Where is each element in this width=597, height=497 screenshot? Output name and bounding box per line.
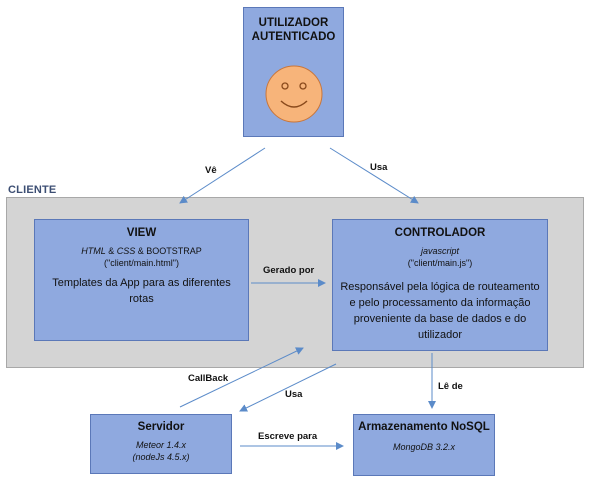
edge-label-ve: Vê [205,165,217,176]
view-tech-amp: & [105,246,117,256]
edge-label-gerado-por: Gerado por [263,265,315,276]
view-title: VIEW [126,227,157,239]
server-title: Servidor [137,421,185,433]
edge-label-usa-top: Usa [370,162,388,173]
server-tech-node: (nodeJs 4.5.x) [132,452,190,462]
edge-label-escreve-para: Escreve para [258,431,318,442]
view-description: Templates da App para as diferentes rota… [52,277,231,305]
controller-tech: javascript [333,245,547,257]
view-tech-html: HTML [81,246,106,256]
client-label: CLIENTE [8,184,57,196]
controller-file: ("client/main.js") [407,258,473,268]
server-tech: Meteor 1.4.x (nodeJs 4.5.x) [91,439,231,463]
arrow-ve [179,147,266,204]
user-title-line1: UTILIZADOR [258,17,329,29]
view-tech-css: CSS [116,246,136,256]
server-tech-meteor: Meteor 1.4.x [135,440,187,450]
user-title: UTILIZADOR AUTENTICADO [244,16,343,44]
view-file: ("client/main.html") [104,258,179,268]
controller-tech-js: javascript [420,246,459,256]
controller-description: Responsável pela lógica de routeamento e… [340,281,540,341]
storage-tech: MongoDB 3.2.x [354,441,494,453]
edge-label-usa-bottom: Usa [285,389,303,400]
user-box: UTILIZADOR AUTENTICADO [243,7,344,137]
arrow-usa-top [329,147,419,204]
controller-title: CONTROLADOR [394,227,486,239]
smiley-face-icon [265,65,323,123]
storage-box: Armazenamento NoSQL MongoDB 3.2.x [353,414,495,476]
controller-box: CONTROLADOR javascript ("client/main.js"… [332,219,548,351]
edge-label-le-de: Lê de [438,381,463,392]
user-title-line2: AUTENTICADO [251,31,336,43]
view-tech: HTML & CSS & BOOTSTRAP [35,245,248,257]
server-box: Servidor Meteor 1.4.x (nodeJs 4.5.x) [90,414,232,474]
edge-label-callback: CallBack [188,373,229,384]
storage-title: Armazenamento NoSQL [358,421,490,433]
arrow-callback [179,347,304,408]
arrow-usa-bottom [239,363,337,412]
view-tech-bootstrap: & BOOTSTRAP [135,246,202,256]
view-box: VIEW HTML & CSS & BOOTSTRAP ("client/mai… [34,219,249,341]
storage-tech-mongo: MongoDB 3.2.x [392,442,456,452]
